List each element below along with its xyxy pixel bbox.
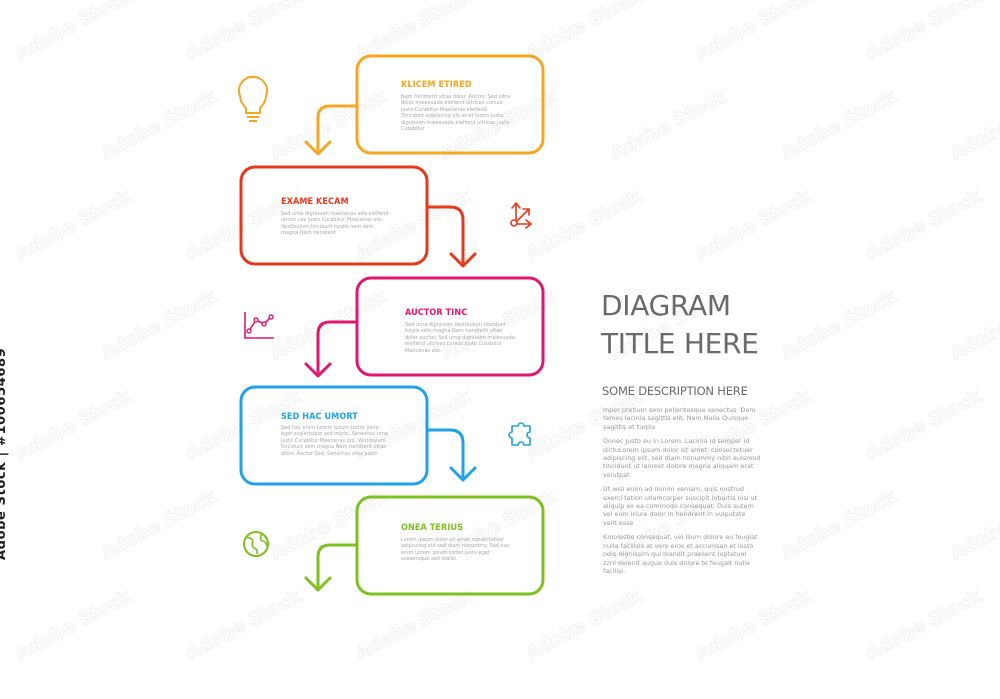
arrow-head xyxy=(449,466,477,482)
step-5: ONEA TERIUS Lorem ipsum dolor sit amet c… xyxy=(357,497,543,594)
globe-icon xyxy=(243,531,269,557)
connector-line xyxy=(425,428,465,478)
step-text: Sed urna dignissim maecenas ada eleifend… xyxy=(281,211,389,237)
step-title: ONEA TERIUS xyxy=(401,523,464,533)
step-3: AUCTOR TINC Sed urna dignissim Vestibulu… xyxy=(357,278,543,375)
step-2: EXAME KECAM Sed urna dignissim maecenas … xyxy=(241,167,427,264)
step-box-outline xyxy=(355,276,545,377)
arrow-head xyxy=(304,140,332,156)
line-chart-icon xyxy=(244,312,274,339)
description-paragraph: mper pretium sem pellentesque senectus. … xyxy=(603,406,756,431)
arrow-head xyxy=(449,252,477,268)
arrow-head xyxy=(304,576,332,592)
connector-line xyxy=(316,104,359,152)
stock-id-watermark: Adobe Stock | #100654689 xyxy=(0,347,9,560)
description-paragraph: Donec justo eu In Lorem. Lacinia id semp… xyxy=(603,437,761,479)
step-text: Sed urna dignissim Vestibulum tincidunt … xyxy=(405,322,515,354)
step-title: AUCTOR TINC xyxy=(405,308,468,318)
connector-line xyxy=(316,543,359,588)
step-4: SED HAC UMORT Sed hac enim Lorem ipsum t… xyxy=(241,387,427,484)
lightbulb-icon xyxy=(238,75,268,122)
step-box-outline xyxy=(239,165,429,266)
title-line-1: DIAGRAM xyxy=(601,289,731,322)
branching-arrows-icon xyxy=(510,201,533,229)
title-line-2: TITLE HERE xyxy=(601,327,759,360)
description-paragraph: Kmolestie consequat, vel illum dolore eu… xyxy=(603,533,758,575)
step-1: KLICEM ETIRED Nam hendrerit vitae dolor.… xyxy=(357,56,543,153)
step-title: KLICEM ETIRED xyxy=(401,80,472,90)
connector-line xyxy=(425,205,465,264)
description-paragraph: Ut wisi enim ad minim veniam, quis nostr… xyxy=(603,485,758,527)
description-column: mper pretium sem pellentesque senectus. … xyxy=(603,406,761,581)
step-text: Nam hendrerit vitae dolor. Auctor. Sed u… xyxy=(401,94,511,133)
step-box-outline xyxy=(239,385,429,486)
step-text: Lorem ipsum dolor sit amet consectetuer … xyxy=(401,537,510,563)
diagram-subtitle: SOME DESCRIPTION HERE xyxy=(602,384,748,398)
connector-line xyxy=(316,320,359,374)
diagram-title: DIAGRAM TITLE HERE xyxy=(601,287,791,363)
step-text: Sed hac enim Lorem ipsum tortor justo eg… xyxy=(281,425,388,457)
puzzle-icon xyxy=(508,422,531,446)
step-title: EXAME KECAM xyxy=(281,197,349,207)
step-title: SED HAC UMORT xyxy=(281,412,358,422)
arrow-head xyxy=(304,362,332,378)
